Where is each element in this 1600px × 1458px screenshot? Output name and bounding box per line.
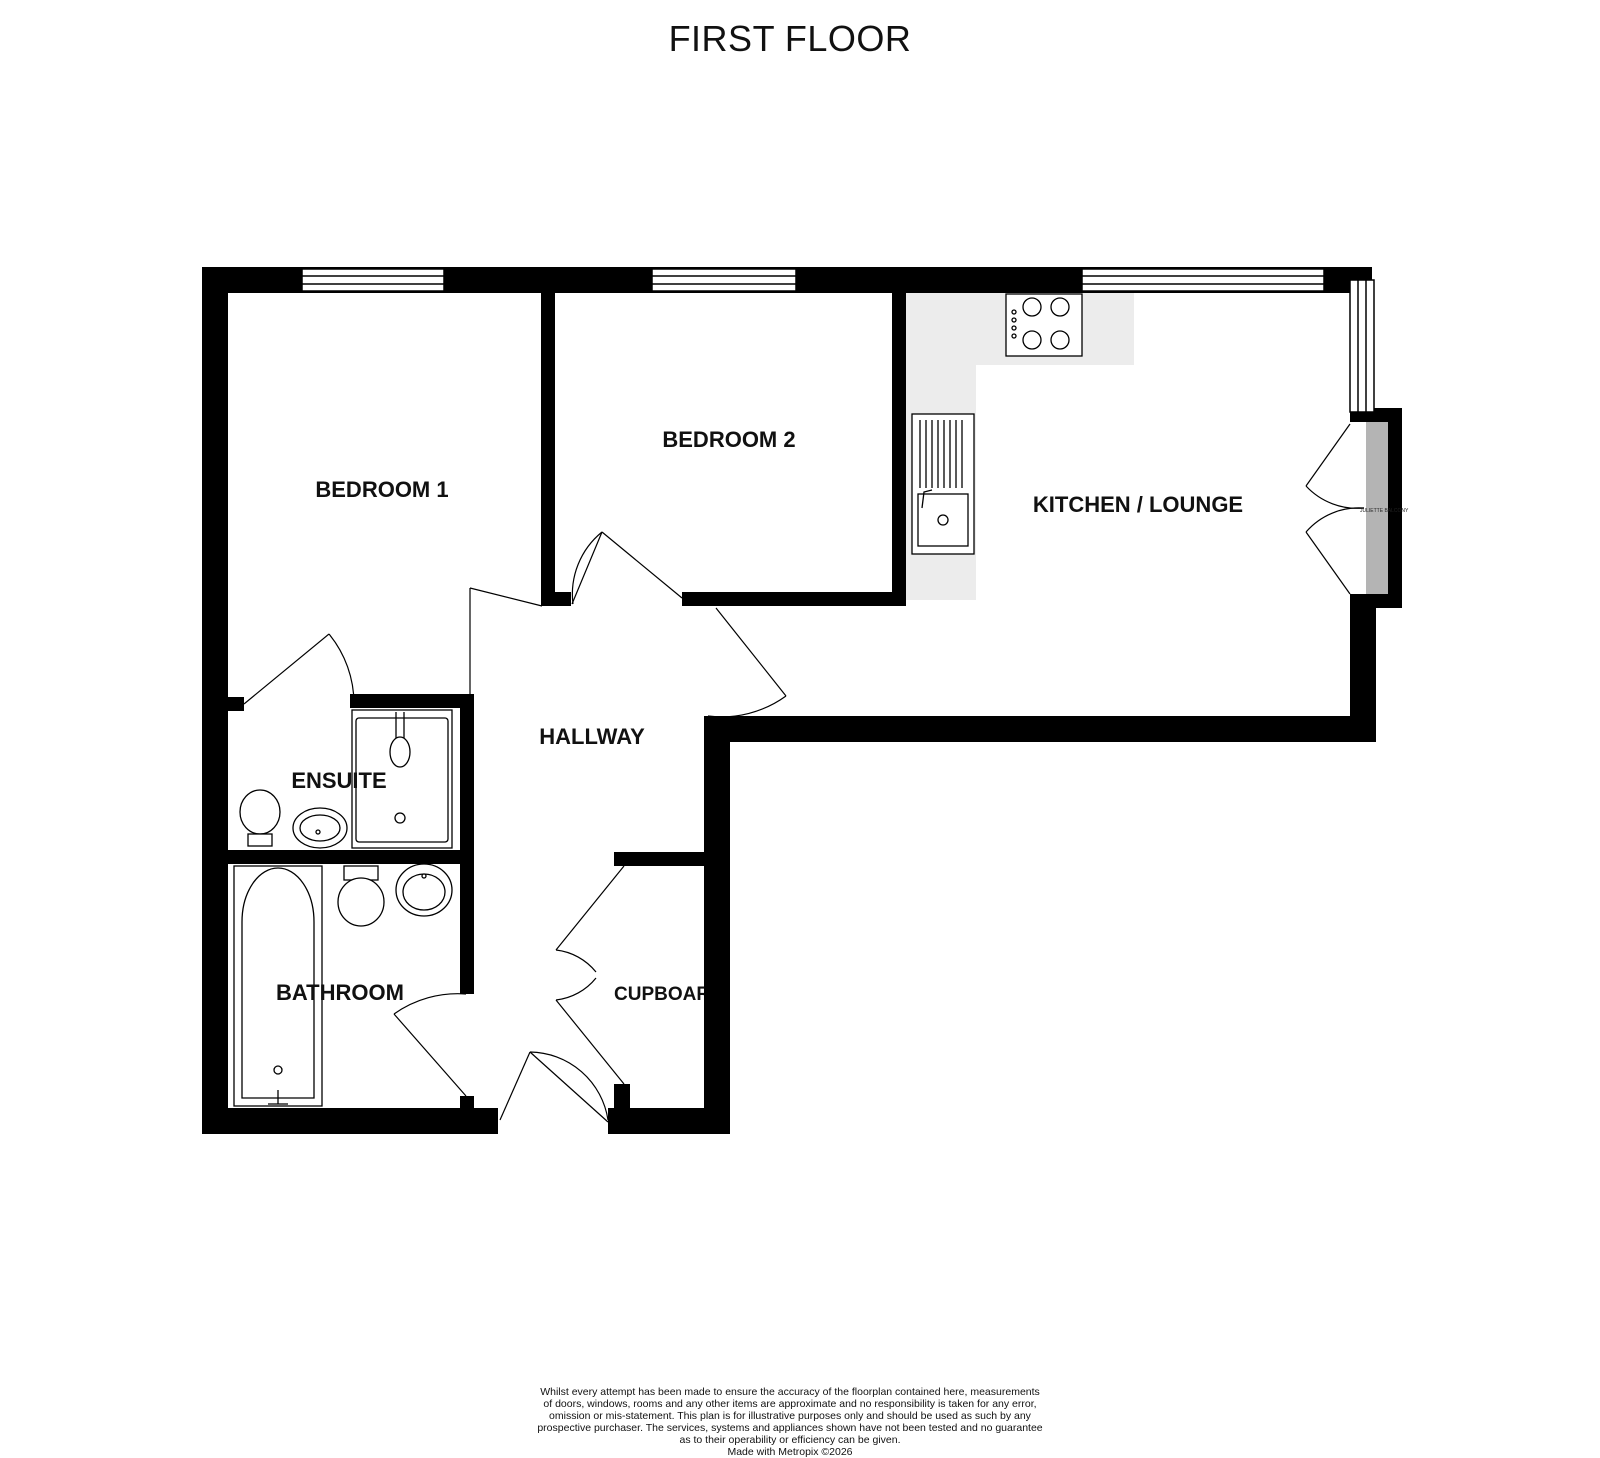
disclaimer-line: of doors, windows, rooms and any other i…: [543, 1398, 1037, 1410]
disclaimer-line: prospective purchaser. The services, sys…: [537, 1422, 1043, 1434]
door-bedroom2: [571, 531, 683, 605]
label-hallway: HALLWAY: [539, 724, 645, 749]
juliette-balcony: JULIETTE BALCONY: [1360, 422, 1409, 594]
disclaimer-line: as to their operability or efficiency ca…: [679, 1434, 901, 1446]
label-kitchen-lounge: KITCHEN / LOUNGE: [1033, 492, 1243, 517]
label-ensuite: ENSUITE: [291, 768, 386, 793]
door-kitchen: [707, 607, 787, 718]
kitchen-sink-icon: [911, 413, 975, 555]
disclaimer: Whilst every attempt has been made to en…: [490, 1386, 1090, 1458]
disclaimer-line: Made with Metropix ©2026: [727, 1446, 853, 1458]
label-bedroom2: BEDROOM 2: [662, 427, 795, 452]
disclaimer-line: omission or mis-statement. This plan is …: [549, 1410, 1031, 1422]
window-kitchen: [1081, 268, 1325, 292]
bathroom-basin-icon: [395, 863, 453, 917]
bath-icon: [233, 865, 323, 1107]
window-bedroom1: [301, 268, 445, 292]
room-labels: BEDROOM 1 BEDROOM 2 KITCHEN / LOUNGE HAL…: [276, 427, 1243, 1005]
label-bedroom1: BEDROOM 1: [315, 477, 448, 502]
window-kitchen-side: [1349, 279, 1375, 413]
balcony-label: JULIETTE BALCONY: [1360, 508, 1409, 514]
hob-icon: [1005, 293, 1083, 357]
ensuite-basin-icon: [292, 807, 348, 849]
door-bathroom: [393, 993, 467, 1097]
door-balcony: [1305, 423, 1365, 595]
label-cupboard: CUPBOARD: [614, 984, 724, 1005]
window-bedroom2: [651, 268, 797, 292]
door-hall-bed1: [469, 587, 543, 694]
door-cupboard: [555, 865, 625, 1085]
disclaimer-line: Whilst every attempt has been made to en…: [540, 1386, 1040, 1398]
door-bedroom1: [243, 633, 355, 705]
fixtures: [233, 293, 1083, 1107]
ensuite-toilet-icon: [239, 789, 281, 847]
label-bathroom: BATHROOM: [276, 980, 404, 1005]
door-front: [499, 1051, 609, 1123]
doors: [243, 423, 1365, 1123]
shower-tray-icon: [351, 709, 453, 849]
windows: [301, 268, 1375, 413]
floor-title: FIRST FLOOR: [668, 18, 912, 59]
bathroom-toilet-icon: [337, 865, 385, 927]
